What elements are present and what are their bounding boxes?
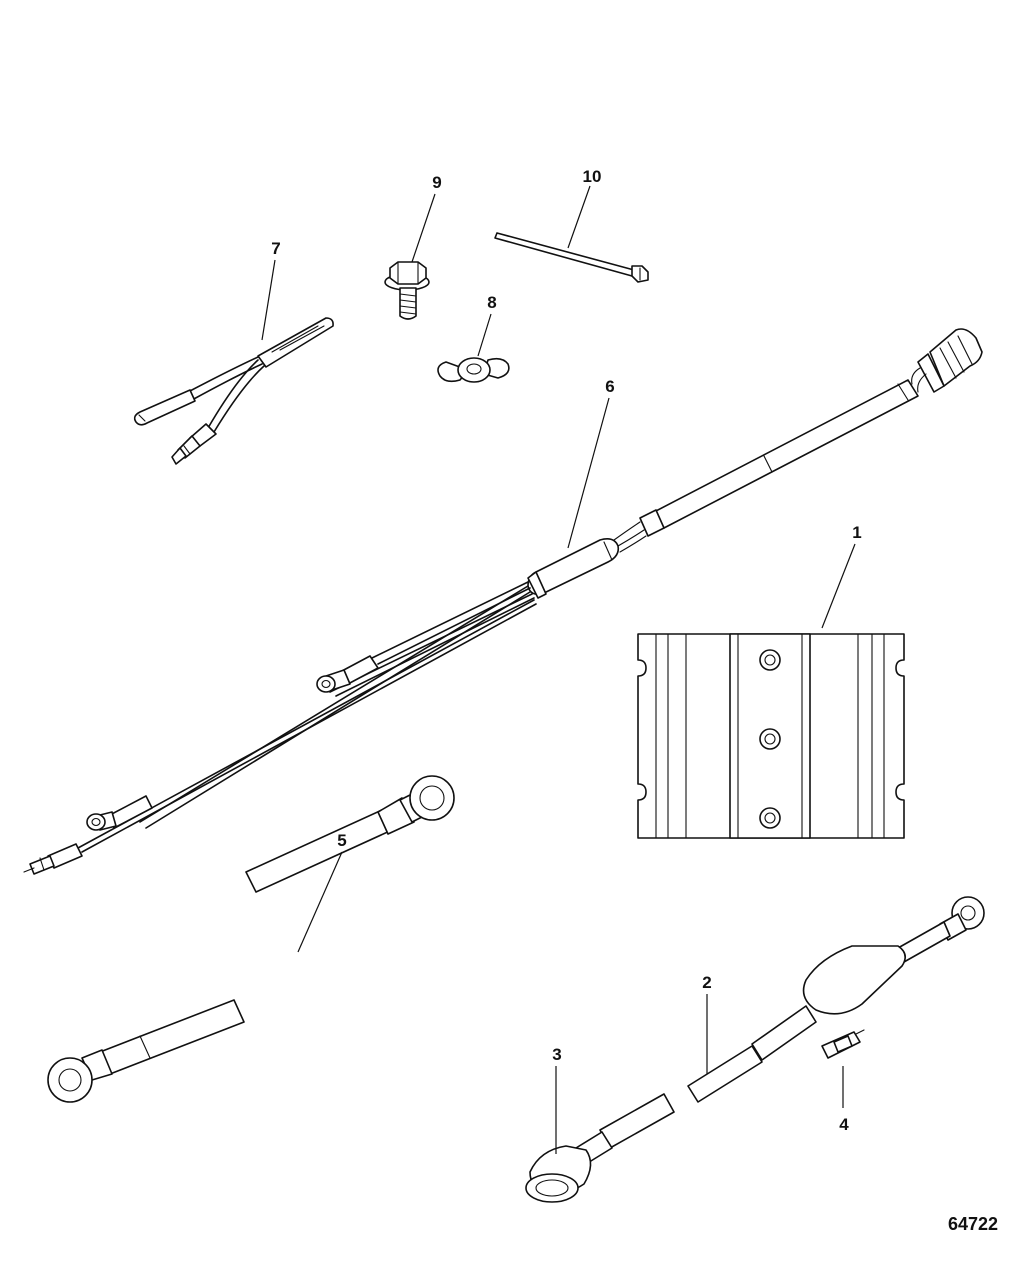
leader-line-8 [477,313,492,357]
part-2-fuse-cable [525,896,985,1203]
leader-line-7 [261,259,276,341]
callout-9: 9 [432,173,441,192]
part-4-fuse [821,1029,865,1059]
callout-1: 1 [852,523,861,542]
part-1-regulator-block [637,633,905,839]
part-6-wiring-harness [23,328,983,875]
callout-7: 7 [271,239,280,258]
leader-line-10 [567,185,591,249]
part-9-flange-bolt [384,261,430,320]
callout-2: 2 [702,973,711,992]
callout-6: 6 [605,377,614,396]
callout-5: 5 [337,831,346,850]
callout-8: 8 [487,293,496,312]
leader-line-1 [821,543,856,629]
part-7-y-harness [133,317,334,465]
leader-line-5 [297,851,343,953]
callout-10: 10 [583,167,602,186]
figure-id: 64722 [948,1214,998,1234]
callout-4: 4 [839,1115,849,1134]
part-10-cable-tie [494,232,649,283]
callout-3: 3 [552,1045,561,1064]
part-5-battery-cable [47,775,455,1103]
leader-line-6 [567,397,610,549]
part-8-wing-nut [437,357,510,383]
leader-line-9 [411,193,436,263]
